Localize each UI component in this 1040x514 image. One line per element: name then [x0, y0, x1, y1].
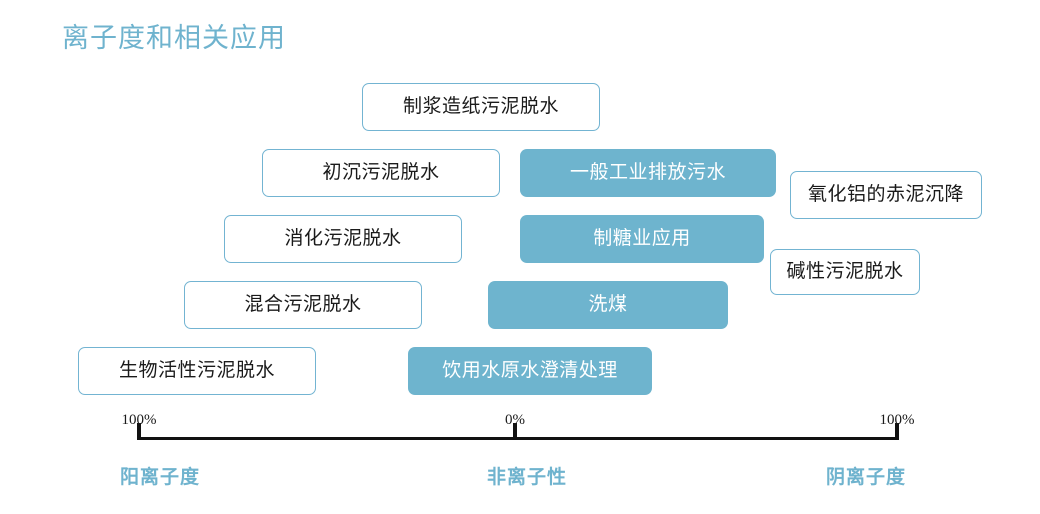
- application-box[interactable]: 碱性污泥脱水: [770, 249, 920, 295]
- axis-region-caption: 非离子性: [487, 467, 568, 488]
- application-box[interactable]: 一般工业排放污水: [520, 149, 776, 197]
- axis-tick: [137, 423, 141, 440]
- axis-region-caption: 阳离子度: [120, 467, 201, 488]
- axis-tick-label: 100%: [121, 412, 157, 428]
- application-box[interactable]: 制糖业应用: [520, 215, 764, 263]
- application-box[interactable]: 氧化铝的赤泥沉降: [790, 171, 982, 219]
- axis-tick: [513, 423, 517, 440]
- axis-region-caption: 阴离子度: [826, 467, 907, 488]
- application-box[interactable]: 生物活性污泥脱水: [78, 347, 316, 395]
- application-box[interactable]: 消化污泥脱水: [224, 215, 462, 263]
- application-box[interactable]: 饮用水原水澄清处理: [408, 347, 652, 395]
- axis-tick: [895, 423, 899, 440]
- application-box[interactable]: 混合污泥脱水: [184, 281, 422, 329]
- application-box[interactable]: 制浆造纸污泥脱水: [362, 83, 600, 131]
- application-box[interactable]: 初沉污泥脱水: [262, 149, 500, 197]
- axis-horizontal-line: [139, 437, 899, 440]
- page-title: 离子度和相关应用: [62, 23, 286, 53]
- axis-tick-label: 100%: [879, 412, 915, 428]
- axis-tick-label: 0%: [505, 412, 525, 428]
- application-box[interactable]: 洗煤: [488, 281, 728, 329]
